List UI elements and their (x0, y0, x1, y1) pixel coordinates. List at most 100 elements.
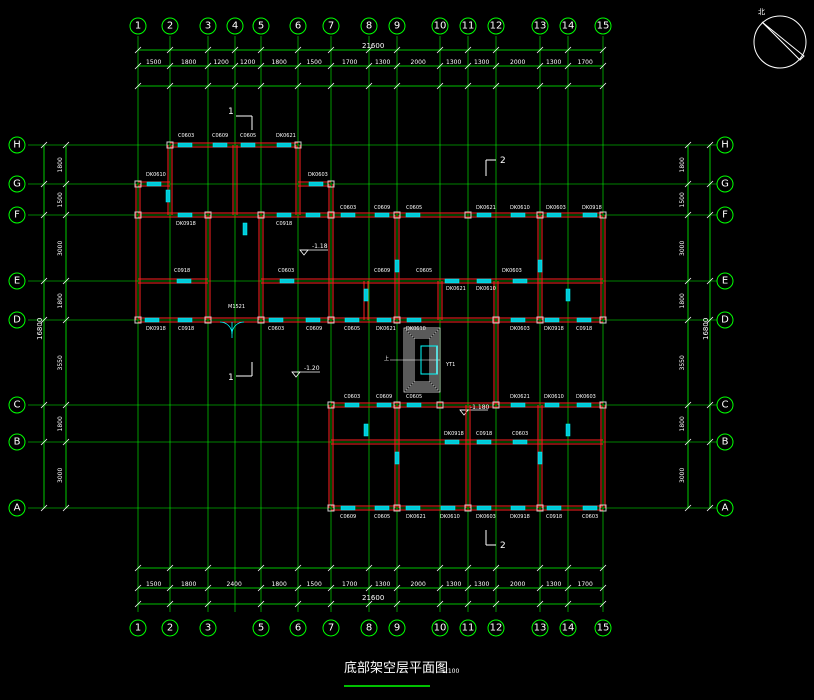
window (546, 505, 562, 511)
axis-bubble-bottom-1 (129, 619, 147, 637)
title-block: 底部架空层平面图 1:100 (344, 660, 459, 687)
north-arrow: 北 (753, 8, 807, 69)
axis-bubble-top-3 (199, 17, 217, 35)
axis-bubble-top-label-7: 7 (328, 21, 334, 32)
window (374, 212, 390, 218)
axis-bubble-left-C (8, 396, 26, 414)
window-tag: C0603 (278, 268, 294, 274)
window (406, 402, 422, 408)
axis-bubble-bottom-11 (459, 619, 477, 637)
dim-top-bay-0: 1500 (146, 59, 161, 66)
window-tag: C0603 (582, 514, 598, 520)
window (510, 402, 526, 408)
axis-bubble-top-label-14: 14 (562, 21, 575, 32)
axis-bubble-top-label-10: 10 (434, 21, 447, 32)
axis-bubble-bottom-label-5: 5 (258, 623, 264, 634)
axis-bubble-top-7 (322, 17, 340, 35)
axis-bubble-left-label-B: B (14, 437, 21, 448)
window (444, 439, 460, 445)
axis-bubble-top-label-8: 8 (366, 21, 372, 32)
axis-bubble-bottom-6 (289, 619, 307, 637)
axis-bubble-left-label-G: G (13, 179, 21, 190)
window (340, 505, 356, 511)
window (512, 278, 528, 284)
window (476, 439, 492, 445)
axis-bubble-top-14 (559, 17, 577, 35)
window-tag: DK0621 (406, 514, 426, 520)
window (510, 212, 526, 218)
axis-bubble-bottom-14 (559, 619, 577, 637)
window (394, 259, 400, 273)
dim-top-bay-2: 1200 (214, 59, 229, 66)
axis-bubble-top-label-15: 15 (597, 21, 610, 32)
window-tag: DK0918 (510, 514, 530, 520)
axis-bubble-top-10 (431, 17, 449, 35)
axis-bubble-bottom-8 (360, 619, 378, 637)
window-tag: DK0610 (440, 514, 460, 520)
axis-bubble-top-label-4: 4 (232, 21, 238, 32)
elevation-mark-1: -1.18 (312, 243, 328, 250)
axis-bubble-bottom-5 (252, 619, 270, 637)
window-tag: C0603 (340, 205, 356, 211)
dim-left-overall: 16800 (36, 318, 44, 340)
window (276, 212, 292, 218)
axis-grid (28, 36, 718, 612)
axis-bubble-bottom-label-13: 13 (534, 623, 547, 634)
window (340, 212, 356, 218)
dim-left-vert-1: 1500 (57, 192, 64, 207)
dim-top-bay-8: 2000 (411, 59, 426, 66)
wall-layer (134, 141, 607, 512)
dim-bottom-bay-1: 1800 (181, 581, 196, 588)
window (308, 181, 324, 187)
axis-bubble-top-label-9: 9 (394, 21, 400, 32)
window-tag: DK0603 (308, 172, 328, 178)
window-tag: C0605 (406, 394, 422, 400)
dim-bottom-bay-2: 2400 (227, 581, 242, 588)
axis-bubble-right-E (716, 272, 734, 290)
axis-bubble-left-label-F: F (14, 210, 20, 221)
axis-bubble-right-F (716, 206, 734, 224)
axis-bubble-bottom-label-15: 15 (597, 623, 610, 634)
window-tag: C0603 (268, 326, 284, 332)
window-tag: C0918 (546, 514, 562, 520)
dim-bottom-bay-6: 1300 (375, 581, 390, 588)
axis-bubble-right-label-B: B (722, 437, 729, 448)
window (177, 142, 193, 148)
axis-bubble-top-label-12: 12 (490, 21, 503, 32)
axis-bubble-left-E (8, 272, 26, 290)
elevation-triangle-3 (459, 409, 469, 416)
window-tag: DK0610 (146, 172, 166, 178)
stair-up-label: 上 (384, 355, 389, 362)
axis-bubble-bottom-label-2: 2 (167, 623, 173, 634)
window (510, 317, 526, 323)
axis-bubble-bottom-label-12: 12 (490, 623, 503, 634)
section-mark-1-top: 1 (228, 107, 234, 117)
dim-left-vert-5: 1800 (57, 416, 64, 431)
axis-bubble-left-G (8, 175, 26, 193)
stair-landing-mark (420, 345, 438, 375)
axis-bubble-left-H (8, 136, 26, 154)
window (565, 423, 571, 437)
window-tag: DK0918 (146, 326, 166, 332)
axis-bubble-bottom-label-9: 9 (394, 623, 400, 634)
dim-top-bay-5: 1500 (307, 59, 322, 66)
axis-bubble-left-F (8, 206, 26, 224)
window (177, 212, 193, 218)
dim-left-vert-4: 3550 (57, 355, 64, 370)
window (476, 505, 492, 511)
door-swing-right (231, 321, 245, 335)
axis-bubble-top-11 (459, 17, 477, 35)
dim-bottom-bay-11: 1300 (546, 581, 561, 588)
dim-right-vert-4: 3550 (679, 355, 686, 370)
dim-top-bay-9: 1300 (446, 59, 461, 66)
axis-bubble-top-13 (531, 17, 549, 35)
north-label: 北 (758, 8, 765, 16)
dim-bottom-bay-4: 1500 (307, 581, 322, 588)
axis-bubble-bottom-label-7: 7 (328, 623, 334, 634)
axis-bubble-top-15 (594, 17, 612, 35)
axis-bubble-top-1 (129, 17, 147, 35)
window (344, 402, 360, 408)
window (363, 423, 369, 437)
window-tag: C0918 (276, 221, 292, 227)
door-swing-left (219, 321, 233, 335)
